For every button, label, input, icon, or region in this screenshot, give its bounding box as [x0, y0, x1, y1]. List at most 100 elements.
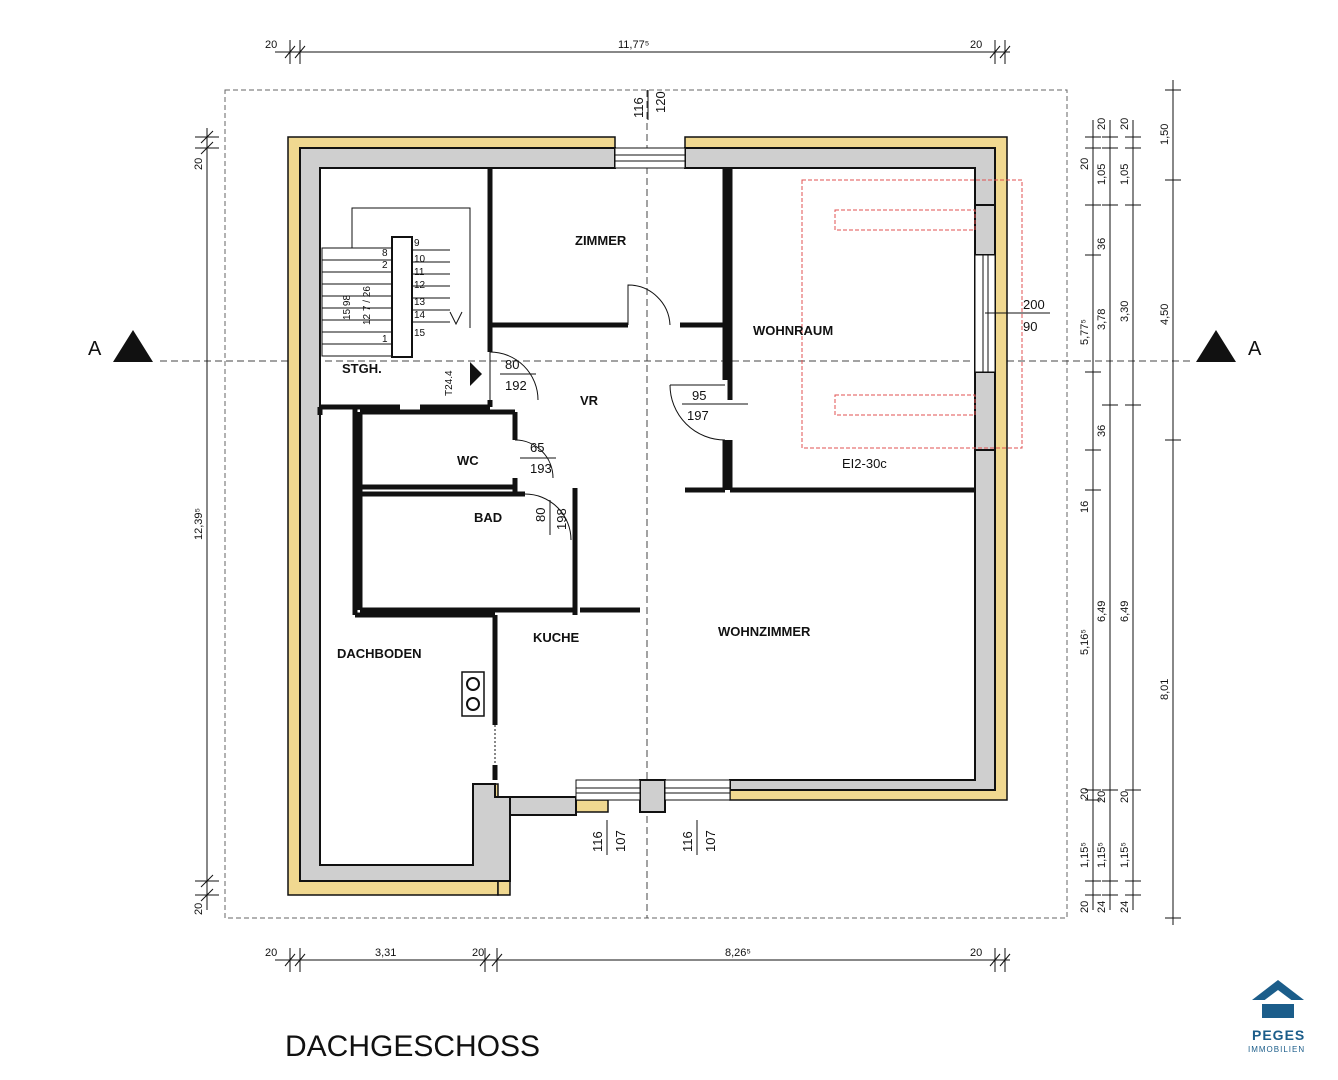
svg-text:3,78: 3,78: [1096, 309, 1108, 330]
svg-text:197: 197: [687, 408, 709, 423]
svg-text:20: 20: [193, 158, 205, 170]
svg-text:20: 20: [1079, 901, 1091, 913]
svg-text:15 98: 15 98: [342, 295, 353, 320]
svg-text:20: 20: [970, 947, 982, 959]
svg-text:107: 107: [703, 830, 718, 852]
window-dimensions: 116 120 200 90 116 107 116 107: [590, 90, 1050, 855]
room-label-kuche: KUCHE: [533, 630, 580, 645]
window-bottom-1: [575, 779, 641, 801]
svg-text:8: 8: [382, 248, 388, 259]
svg-text:36: 36: [1096, 238, 1108, 250]
window-top: [614, 147, 686, 169]
door-dimensions: 80 192 95 197 65 193 80 198: [500, 357, 748, 535]
svg-text:1,50: 1,50: [1159, 124, 1171, 145]
svg-text:193: 193: [530, 461, 552, 476]
door-swings: [489, 284, 726, 765]
window-bottom-2: [664, 779, 731, 801]
svg-text:20: 20: [1119, 118, 1131, 130]
stair-direction-arrow: [470, 362, 482, 386]
dim-bottom: [275, 948, 1011, 972]
svg-text:20: 20: [193, 903, 205, 915]
roof-window-outline: [801, 179, 1023, 449]
svg-text:80: 80: [505, 357, 519, 372]
svg-text:14: 14: [414, 310, 426, 321]
svg-text:8,26⁵: 8,26⁵: [725, 947, 751, 959]
svg-text:8,01: 8,01: [1159, 679, 1171, 700]
svg-text:16: 16: [1079, 501, 1091, 513]
room-label-zimmer: ZIMMER: [575, 233, 627, 248]
svg-text:198: 198: [554, 508, 569, 530]
svg-text:A: A: [1248, 338, 1262, 360]
peges-logo: PEGES IMMOBILIEN: [1248, 980, 1305, 1054]
svg-text:1,05: 1,05: [1119, 164, 1131, 185]
svg-text:20: 20: [472, 947, 484, 959]
svg-text:5,16⁵: 5,16⁵: [1079, 629, 1091, 655]
svg-text:116: 116: [631, 97, 646, 118]
stair-step-numbers: 8 2 1 9 10 11 12 13 14 15 15 98 12 7 / 2…: [342, 238, 455, 396]
stove-icon: [461, 671, 485, 717]
room-label-wohnzimmer: WOHNZIMMER: [718, 624, 811, 639]
dim-left: [195, 128, 219, 910]
svg-text:12,39⁵: 12,39⁵: [193, 508, 205, 540]
svg-text:1,15⁵: 1,15⁵: [1096, 842, 1108, 868]
svg-text:2: 2: [382, 260, 388, 271]
svg-text:20: 20: [1119, 791, 1131, 803]
svg-text:192: 192: [505, 378, 527, 393]
dim-right-lines: [1085, 80, 1181, 925]
svg-text:3,30: 3,30: [1119, 301, 1131, 322]
svg-text:24: 24: [1119, 901, 1131, 913]
svg-text:20: 20: [265, 947, 277, 959]
svg-text:116: 116: [590, 831, 605, 852]
svg-text:36: 36: [1096, 425, 1108, 437]
section-marker-right: A: [1196, 330, 1262, 362]
svg-text:1: 1: [382, 334, 388, 345]
svg-text:13: 13: [414, 297, 426, 308]
plan-title: DACHGESCHOSS: [285, 1030, 540, 1063]
staircase: [321, 207, 471, 358]
svg-text:9: 9: [414, 238, 420, 249]
svg-text:120: 120: [653, 91, 668, 113]
svg-text:200: 200: [1023, 297, 1045, 312]
room-label-wc: WC: [457, 453, 479, 468]
svg-text:107: 107: [613, 830, 628, 852]
svg-text:20: 20: [265, 39, 277, 51]
svg-text:20: 20: [1079, 788, 1091, 800]
roof-outline: [224, 89, 1068, 919]
svg-text:80: 80: [533, 508, 548, 522]
svg-text:1,05: 1,05: [1096, 164, 1108, 185]
svg-text:3,31: 3,31: [375, 947, 396, 959]
svg-text:5,77⁵: 5,77⁵: [1079, 319, 1091, 345]
room-label-stgh: STGH.: [342, 361, 382, 376]
section-marker-left: A: [88, 330, 153, 362]
svg-text:11,77⁵: 11,77⁵: [618, 39, 649, 51]
interior-walls: [317, 168, 975, 780]
svg-text:1,15⁵: 1,15⁵: [1119, 842, 1131, 868]
svg-text:15: 15: [414, 328, 426, 339]
svg-text:10: 10: [414, 254, 426, 265]
svg-text:6,49: 6,49: [1096, 601, 1108, 622]
svg-text:20: 20: [1096, 791, 1108, 803]
svg-text:20: 20: [1079, 158, 1091, 170]
svg-text:90: 90: [1023, 319, 1037, 334]
svg-text:24: 24: [1096, 901, 1108, 913]
room-label-bad: BAD: [474, 510, 502, 525]
svg-text:T24.4: T24.4: [444, 370, 455, 396]
dim-right-labels: 20 1,05 36 5,77⁵ 36 16 5,16⁵ 20 1,15⁵ 20…: [1079, 118, 1171, 913]
svg-text:PEGES: PEGES: [1252, 1027, 1305, 1043]
room-label-dachboden: DACHBODEN: [337, 646, 422, 661]
svg-text:65: 65: [530, 440, 544, 455]
room-label-wohnraum: WOHNRAUM: [753, 323, 833, 338]
svg-text:4,50: 4,50: [1159, 304, 1171, 325]
room-label-vr: VR: [580, 393, 599, 408]
svg-text:20: 20: [970, 39, 982, 51]
dim-top: [275, 40, 1011, 64]
svg-text:6,49: 6,49: [1119, 601, 1131, 622]
svg-text:95: 95: [692, 388, 706, 403]
svg-text:116: 116: [680, 831, 695, 852]
svg-text:A: A: [88, 338, 102, 360]
svg-text:11: 11: [414, 267, 425, 278]
svg-text:12 7 / 26: 12 7 / 26: [362, 286, 373, 325]
svg-text:12: 12: [414, 280, 426, 291]
svg-text:20: 20: [1096, 118, 1108, 130]
